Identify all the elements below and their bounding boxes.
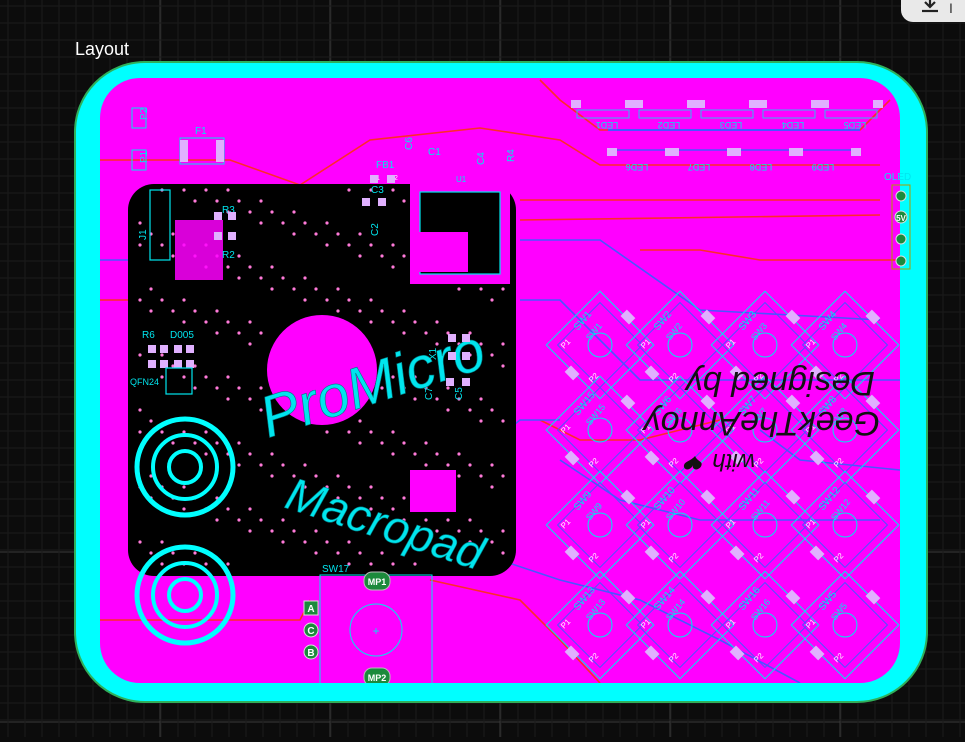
encoder-top-outer: [134, 416, 236, 518]
switch-footprint[interactable]: [707, 372, 823, 488]
switch-footprint[interactable]: [707, 287, 823, 403]
oled-label: OLED: [884, 172, 911, 183]
label-p2: P2: [139, 107, 150, 120]
encoder-bottom-inner: [167, 577, 203, 613]
encoder-top-mid: [151, 433, 219, 501]
panel-title: Layout: [75, 39, 130, 59]
enc-pin-b-pad: [303, 644, 319, 660]
download-button[interactable]: I: [901, 0, 965, 22]
sw17-ring: [349, 603, 403, 657]
switch-footprint[interactable]: [787, 287, 903, 403]
credit-text-mirrored: Designed by GeekTheAnnoy with ❤: [642, 364, 880, 475]
switch-footprint[interactable]: [707, 467, 823, 583]
label-c7: C7: [424, 387, 435, 400]
switch-footprint[interactable]: [622, 467, 738, 583]
switch-footprint[interactable]: [787, 372, 903, 488]
oled-5v-label: 5V: [896, 214, 906, 223]
led-label: LED9: [812, 162, 835, 172]
switch-footprint[interactable]: [542, 467, 658, 583]
encoder-top-inner: [167, 449, 203, 485]
switch-footprint[interactable]: [542, 567, 658, 683]
mp2-pad: [363, 667, 391, 683]
usb-connector-body: [149, 189, 171, 261]
enc-pin-c-pad: [303, 622, 319, 638]
label-d005: D005: [170, 330, 194, 341]
label-r3: R3: [222, 205, 235, 216]
credit-line-2: GeekTheAnnoy: [642, 404, 880, 442]
mp1-pad: [363, 571, 391, 591]
mp1-label: MP1: [368, 577, 387, 587]
switch-footprint[interactable]: [542, 372, 658, 488]
led-label: LED8: [750, 162, 773, 172]
label-c2: C2: [370, 223, 381, 236]
led-label: LED6: [626, 162, 649, 172]
led-label: LED4: [782, 120, 805, 130]
credit-line-3: with ❤: [684, 448, 755, 475]
label-r6: R6: [142, 330, 155, 341]
switch-footprint[interactable]: [622, 567, 738, 683]
label-qfn: QFN24: [130, 377, 159, 387]
led-label: LED7: [688, 162, 711, 172]
label-pad2: 2: [394, 175, 398, 182]
label-fb1: FB1: [376, 160, 395, 171]
component-labels: P2P1F1J1R3R2FB112C3C6C1C4R4C2U1R6D005QFN…: [130, 107, 517, 400]
led-label: LED5: [844, 120, 867, 130]
switch-footprint[interactable]: [707, 567, 823, 683]
label-c1: C1: [428, 147, 441, 158]
credit-line-1: Designed by: [684, 364, 875, 402]
via-field: [138, 188, 505, 566]
logo-circle: [267, 315, 377, 425]
led-label: LED3: [720, 120, 743, 130]
label-r2: R2: [222, 250, 235, 261]
label-r4: R4: [506, 149, 517, 162]
mcu-chip-pad: [418, 232, 468, 272]
usb-shield: [175, 220, 223, 280]
mp2-label: MP2: [368, 673, 387, 683]
enc-pin-a: A: [307, 604, 314, 615]
switch-footprint[interactable]: [622, 287, 738, 403]
sw17-plus: +: [372, 624, 379, 638]
led-label: LED2: [658, 120, 681, 130]
switch-footprint[interactable]: [787, 567, 903, 683]
led-label: LED1: [596, 120, 619, 130]
enc-pin-c: C: [307, 626, 314, 637]
label-x1: X1: [428, 347, 439, 360]
encoder-bottom-mid: [151, 561, 219, 629]
label-c6: C6: [404, 137, 415, 150]
enc-pin-b: B: [307, 648, 314, 659]
label-c5: C5: [454, 387, 465, 400]
switch-footprint[interactable]: [622, 372, 738, 488]
label-p1: P1: [139, 150, 150, 163]
encoder-bottom-outer: [134, 544, 236, 646]
switch-footprint[interactable]: [542, 287, 658, 403]
download-icon: [922, 0, 938, 13]
label-c3: C3: [371, 185, 384, 196]
switch-footprint[interactable]: [787, 467, 903, 583]
label-j1: J1: [138, 229, 149, 240]
download-label: I: [949, 0, 953, 16]
label-f1: F1: [195, 126, 207, 137]
enc-pin-a-pad: [303, 600, 319, 616]
mcu-sub-box: [410, 470, 456, 512]
label-c4: C4: [476, 152, 487, 165]
sw17-label: SW17: [322, 564, 350, 575]
oled-header: OLED 5V: [884, 172, 911, 270]
label-u1: U1: [456, 175, 467, 184]
